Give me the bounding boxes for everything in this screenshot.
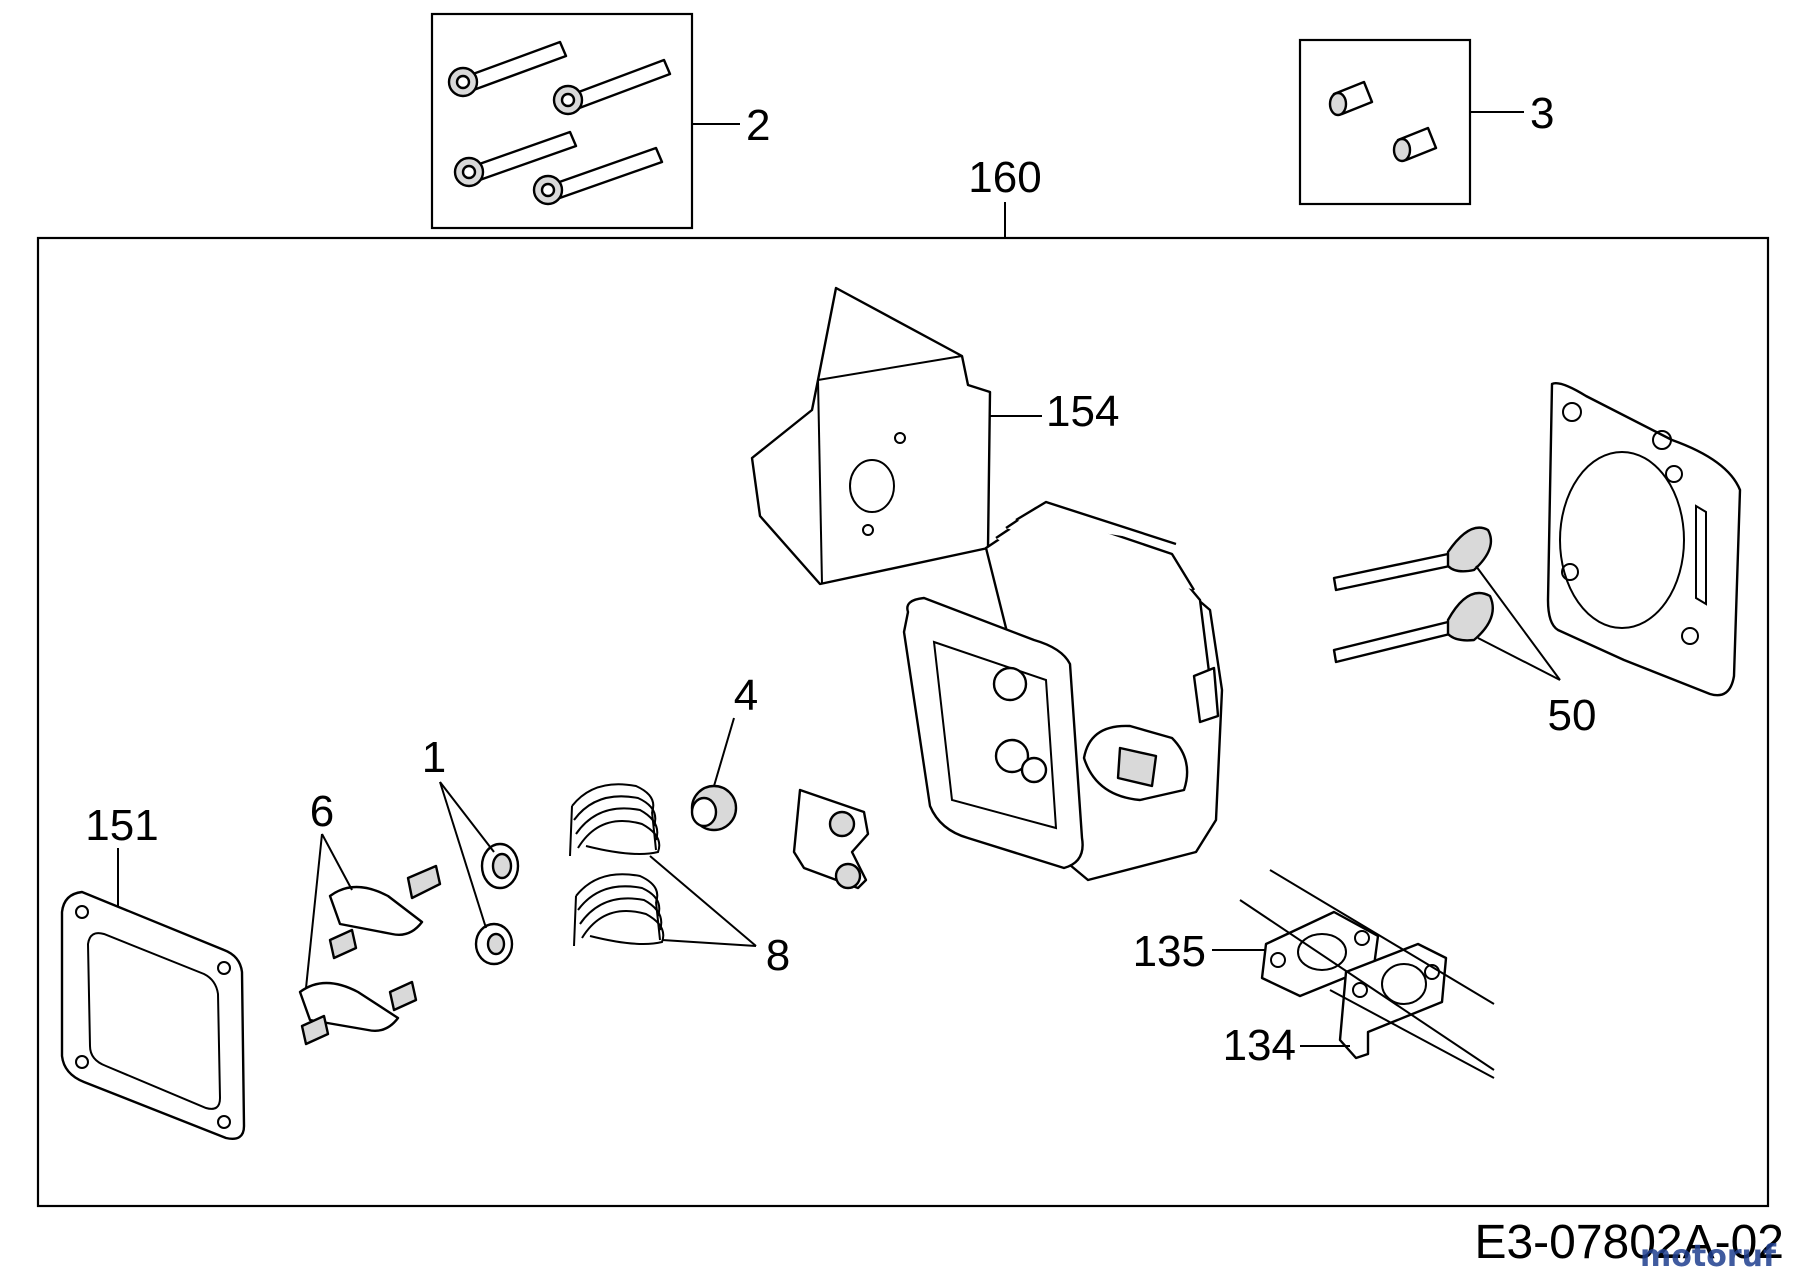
- dowel-pin-kit[interactable]: [1298, 38, 1472, 206]
- rocker-arm-guide-plate[interactable]: [792, 788, 870, 890]
- valve-stem-seal[interactable]: [690, 784, 738, 832]
- assembly-frame: [36, 236, 1770, 1208]
- callout-2[interactable]: 2: [746, 101, 770, 150]
- valve-spring-lower[interactable]: [573, 873, 665, 947]
- callout-8[interactable]: 8: [766, 931, 790, 980]
- cylinder-head-baffle[interactable]: [750, 286, 992, 586]
- rocker-cover-gasket[interactable]: [60, 890, 246, 1140]
- cylinder-head-gasket[interactable]: [1546, 382, 1742, 697]
- callout-151[interactable]: 151: [85, 801, 158, 850]
- valve-spring-upper[interactable]: [569, 783, 661, 857]
- bolt-icon: [532, 146, 664, 206]
- valve-spring-retainer-upper[interactable]: [480, 842, 520, 890]
- callout-1[interactable]: 1: [422, 733, 446, 782]
- callout-3[interactable]: 3: [1530, 89, 1554, 138]
- dowel-pin-icon: [1328, 80, 1374, 117]
- rocker-arm-lower[interactable]: [298, 980, 418, 1046]
- rocker-arm-upper[interactable]: [328, 864, 442, 960]
- bolt-kit[interactable]: [430, 12, 694, 230]
- valve-exhaust[interactable]: [1332, 526, 1493, 592]
- bolt-icon: [447, 40, 568, 98]
- valve-spring-retainer-lower[interactable]: [474, 922, 514, 966]
- callout-134[interactable]: 134: [1223, 1021, 1296, 1070]
- bolt-icon: [453, 130, 578, 188]
- callout-6[interactable]: 6: [310, 787, 334, 836]
- callout-154[interactable]: 154: [1046, 387, 1119, 436]
- valve-intake[interactable]: [1332, 591, 1494, 664]
- cylinder-head[interactable]: [902, 500, 1224, 882]
- bolt-icon: [552, 58, 672, 116]
- watermark-logo: motoruf: [1640, 1239, 1777, 1272]
- callout-160[interactable]: 160: [968, 153, 1041, 202]
- callout-4[interactable]: 4: [734, 671, 758, 720]
- callout-135[interactable]: 135: [1133, 927, 1206, 976]
- drawing-code: E3-07802A-02: [1474, 1216, 1784, 1269]
- callout-50[interactable]: 50: [1548, 691, 1597, 740]
- dowel-pin-icon: [1392, 126, 1438, 163]
